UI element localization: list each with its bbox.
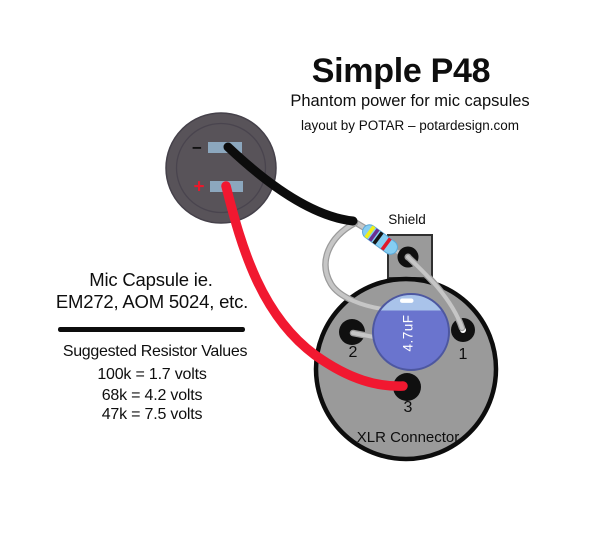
resistor: [362, 224, 398, 255]
capsule-body: [165, 112, 277, 224]
resistor-value-100k: 100k = 1.7 volts: [97, 366, 207, 383]
pin-3-label: 3: [403, 399, 413, 416]
xlr-connector-label: XLR Connector: [356, 429, 460, 446]
capacitor: [372, 293, 450, 371]
shield-label: Shield: [388, 212, 426, 227]
pin-1-label: 1: [458, 346, 468, 363]
capacitor-body: [373, 294, 449, 370]
minus-icon: −: [192, 138, 202, 158]
subtitle: Phantom power for mic capsules: [290, 92, 530, 110]
negative-wire-black: [223, 142, 358, 226]
shield-to-pin1-wire: [406, 255, 464, 330]
capacitor-jumper-wire: [323, 221, 392, 312]
pin-2-label: 2: [348, 344, 358, 361]
capacitor-value-label: 4.7uF: [400, 314, 416, 352]
capsule-note-line1: Mic Capsule ie.: [89, 269, 213, 290]
capsule-inner-ring: [175, 122, 267, 214]
resistor-band-yellow: [364, 225, 376, 239]
resistor-band-violet: [368, 228, 380, 242]
notes-divider: [58, 327, 245, 332]
capsule-note-line2: EM272, AOM 5024, etc.: [55, 291, 249, 312]
resistor-value-47k: 47k = 7.5 volts: [101, 406, 203, 423]
positive-wire-red: [221, 181, 408, 391]
resistor-values-heading: Suggested Resistor Values: [62, 343, 248, 360]
plus-icon: +: [193, 176, 205, 198]
byline: layout by POTAR – potardesign.com: [300, 118, 520, 133]
resistor-value-68k: 68k = 4.2 volts: [101, 387, 203, 404]
resistor-band-black: [372, 231, 384, 245]
mic-capsule: [165, 112, 277, 224]
resistor-band-red: [380, 237, 392, 251]
capacitor-outline: [372, 293, 450, 371]
page-title: Simple P48: [311, 52, 491, 90]
capacitor-polarity-minus-mark: [400, 298, 414, 303]
